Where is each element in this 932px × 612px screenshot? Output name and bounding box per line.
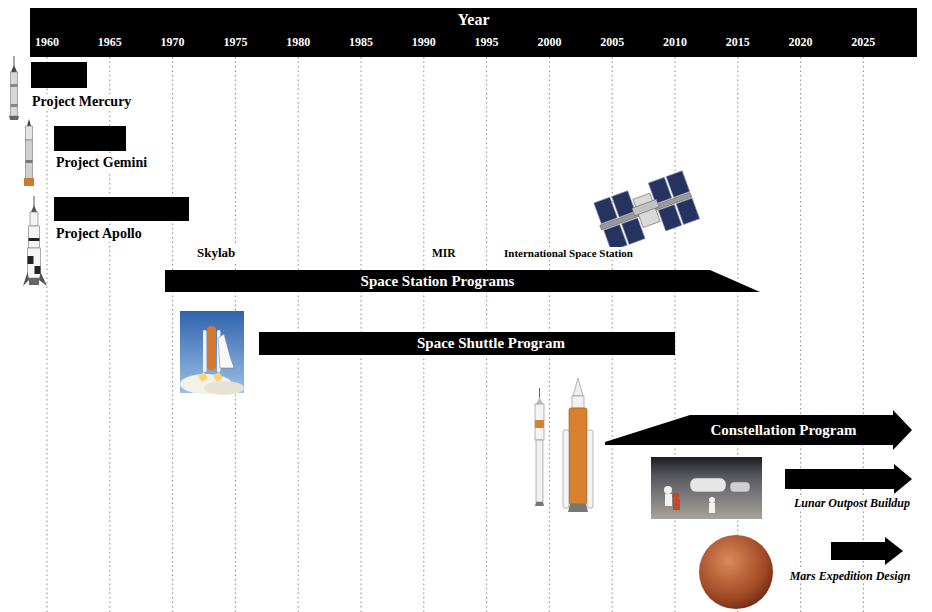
- program-bar: Project Apollo: [54, 197, 189, 242]
- bar-shape-fill: [165, 270, 760, 292]
- year-tick-label: 1970: [141, 35, 204, 49]
- program-arrow: Mars Expedition Design: [772, 537, 928, 583]
- year-tick-label: 1995: [455, 35, 518, 49]
- year-tick-label: 1980: [267, 35, 330, 49]
- year-tick-label: 2015: [706, 35, 769, 49]
- year-tick-label: 2025: [832, 35, 895, 49]
- year-tick-label: 2010: [644, 35, 707, 49]
- block-arrow: [785, 464, 912, 494]
- program-title: Space Shuttle Program: [417, 335, 565, 352]
- year-header-bar: Year196019651970197519801985199019952000…: [30, 8, 917, 57]
- year-tick-label: 2020: [769, 35, 832, 49]
- lunar-outpost-photo: [651, 457, 762, 519]
- saturn-v-rocket: [23, 196, 47, 286]
- station-label: MIR: [431, 247, 457, 260]
- year-tick-label: 2005: [581, 35, 644, 49]
- program-bar-fill: [54, 126, 126, 151]
- axis-title: Year: [30, 8, 917, 29]
- station-label: International Space Station: [503, 247, 634, 260]
- year-tick-label: 1985: [330, 35, 393, 49]
- mars-planet: [699, 535, 773, 609]
- program-bar-fill: [31, 62, 87, 88]
- gemini-rocket: [24, 119, 34, 186]
- year-row: 1960196519701975198019851990199520002005…: [16, 35, 917, 49]
- year-tick-label: 1975: [204, 35, 267, 49]
- program-bar: Project Mercury: [31, 62, 132, 110]
- program-label: Project Apollo: [55, 226, 143, 242]
- phase-label: Mars Expedition Design: [789, 569, 912, 583]
- iss-illustration: [592, 171, 700, 252]
- program-bar-fill: [54, 197, 189, 221]
- year-tick-label: 1990: [392, 35, 455, 49]
- program-bar: Space Shuttle Program: [259, 332, 675, 355]
- year-tick-label: 1960: [16, 35, 79, 49]
- program-title: Constellation Program: [711, 422, 857, 439]
- program-title: Space Station Programs: [361, 273, 515, 290]
- bar-shape-fill: [605, 410, 912, 450]
- program-label: Project Mercury: [31, 94, 132, 110]
- year-tick-label: 1965: [78, 35, 141, 49]
- year-gridlines: [47, 57, 863, 612]
- block-arrow-shape: [831, 537, 903, 565]
- program-arrow: Constellation Program: [605, 410, 912, 450]
- program-arrow-bar: Space Station Programs: [165, 270, 760, 292]
- program-bar: Project Gemini: [54, 126, 148, 171]
- program-label: Project Gemini: [55, 155, 148, 171]
- arrow-holder: [785, 464, 912, 494]
- station-label: Skylab: [196, 246, 236, 261]
- ares-v-rocket: [563, 378, 593, 512]
- program-arrow: Lunar Outpost Buildup: [776, 464, 928, 510]
- block-arrow-shape: [785, 464, 912, 494]
- shuttle-launch-photo: [180, 311, 244, 395]
- block-arrow: [831, 537, 903, 565]
- bar-shape-fill: [259, 332, 675, 355]
- phase-label: Lunar Outpost Buildup: [793, 496, 911, 510]
- year-tick-label: 2000: [518, 35, 581, 49]
- ares-i-rocket: [535, 388, 544, 506]
- arrow-holder: [831, 537, 903, 565]
- mercury-rocket: [9, 56, 19, 120]
